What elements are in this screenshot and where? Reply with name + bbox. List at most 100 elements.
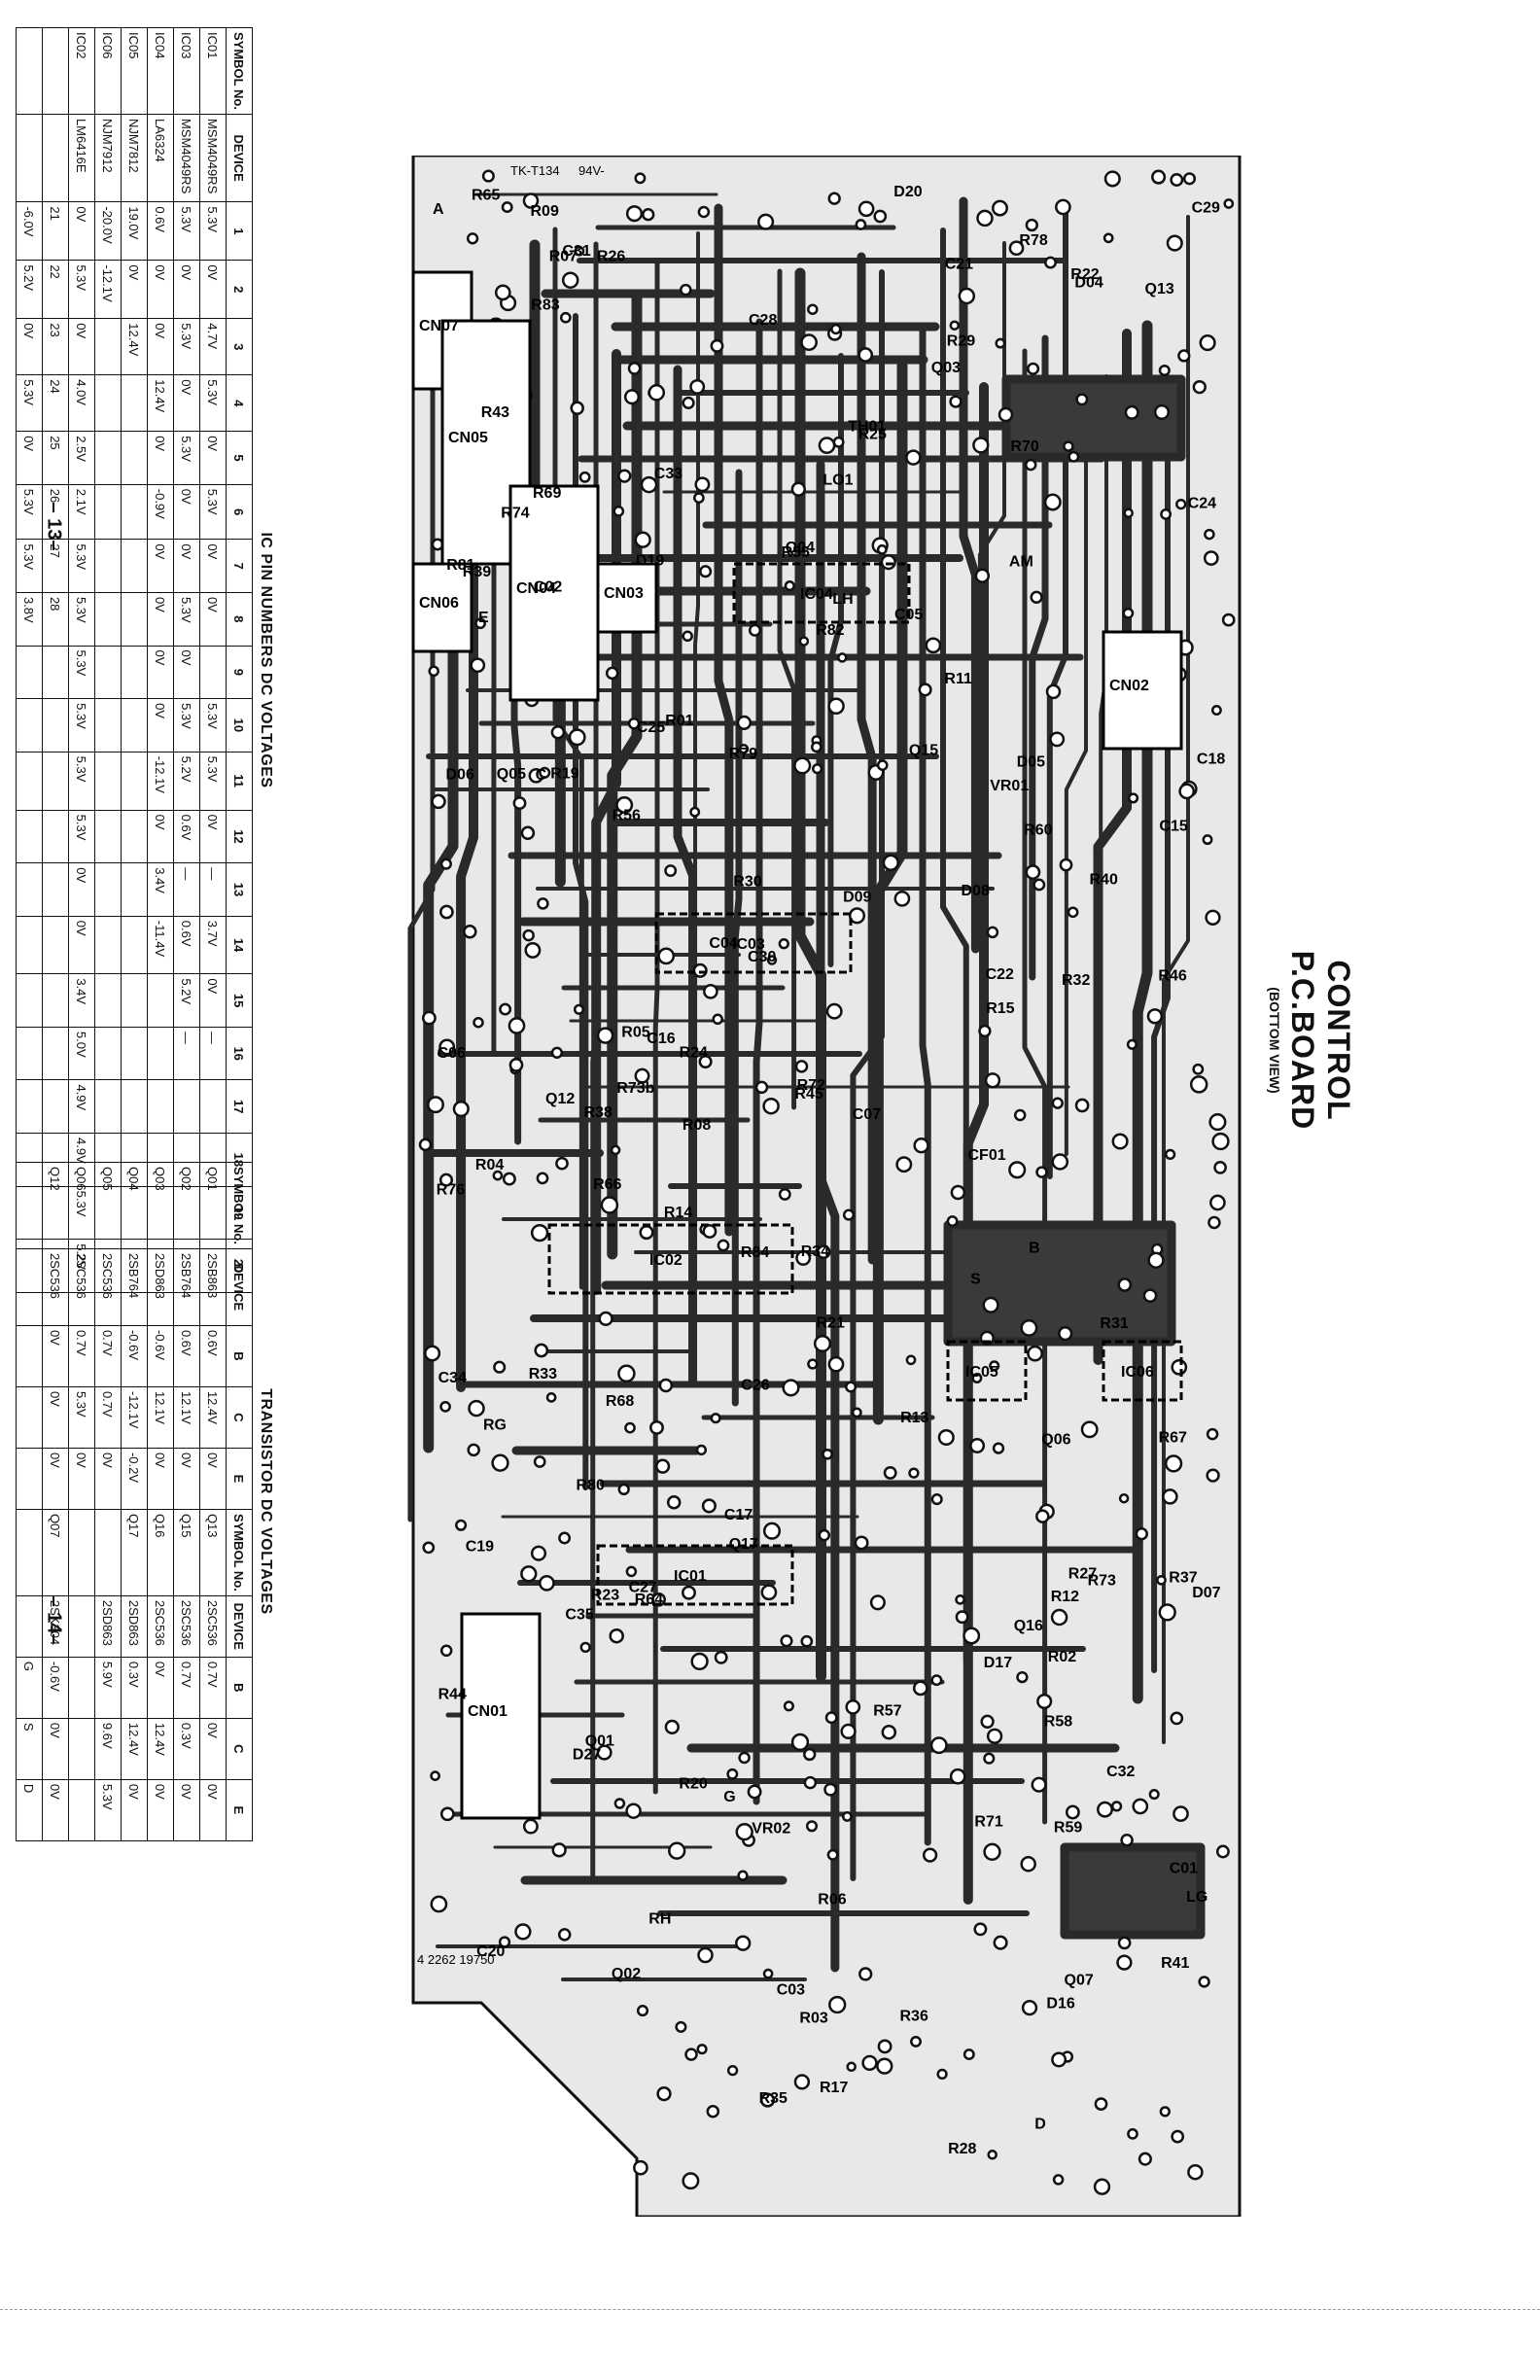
solder-pad <box>1175 498 1187 510</box>
solder-pad <box>530 1223 549 1242</box>
solder-pad <box>830 323 842 335</box>
ic-table-cell <box>16 752 43 811</box>
ic-table-cell: -11.4V <box>147 916 174 974</box>
ic-table-cell <box>121 592 148 647</box>
solder-pad <box>422 1541 436 1555</box>
component-label: C26 <box>741 1377 769 1393</box>
solder-pad <box>984 1072 1001 1089</box>
solder-pad <box>816 1244 831 1260</box>
solder-pad <box>823 1782 838 1797</box>
solder-pad <box>818 437 836 454</box>
component-label: R67 <box>1159 1430 1187 1447</box>
trace <box>857 252 877 1265</box>
solder-pad <box>625 1802 642 1819</box>
tr-table-cell <box>16 1386 43 1449</box>
solder-pad <box>1117 1936 1132 1950</box>
solder-pad <box>1008 240 1025 257</box>
solder-pad <box>656 2085 672 2102</box>
solder-pad <box>501 201 513 214</box>
solder-pad <box>976 209 994 228</box>
connector-outline-cn02 <box>1102 630 1183 751</box>
ic-header-cell: 2 <box>226 260 253 319</box>
ic-table-cell: 4.0V <box>68 374 95 432</box>
solder-pad <box>695 1444 708 1456</box>
ic-table-cell <box>121 973 148 1028</box>
tr-table-cell: Q04 <box>121 1162 148 1249</box>
trace <box>1093 329 1132 1365</box>
solder-pad <box>558 1531 572 1545</box>
ic-header-cell: 6 <box>226 484 253 540</box>
solder-pad <box>598 1311 613 1327</box>
solder-pad <box>832 436 845 448</box>
solder-pad <box>627 717 641 730</box>
ic-table-cell <box>121 1027 148 1080</box>
solder-pad <box>634 172 647 185</box>
component-label: C33 <box>654 466 682 482</box>
solder-pad <box>826 1848 839 1861</box>
solder-pad <box>1148 1789 1160 1801</box>
component-label: LH <box>832 591 853 608</box>
solder-pad <box>1122 607 1135 619</box>
solder-pad <box>1223 198 1235 209</box>
component-label: R09 <box>531 203 559 220</box>
solder-pad <box>1024 458 1037 472</box>
ic-table-cell <box>94 484 122 540</box>
tr-table-cell <box>68 1779 95 1841</box>
ic-table-cell: IC01 <box>199 27 227 115</box>
solder-pad <box>545 1392 557 1403</box>
tr-table-cell: 2SD863 <box>94 1595 122 1658</box>
tr-header-cell: DEVICE <box>226 1248 253 1326</box>
ic-table-cell: 5.3V <box>68 260 95 319</box>
trace <box>1064 423 1088 1156</box>
tr-table-cell: -0.6V <box>121 1325 148 1387</box>
solder-pad <box>754 1080 769 1095</box>
ic-table-cell: 24 <box>42 374 69 432</box>
component-label: E <box>478 610 489 626</box>
ic-table-cell <box>16 698 43 752</box>
component-label: D07 <box>1192 1585 1220 1601</box>
trace <box>962 382 989 1905</box>
solder-pad <box>1020 1318 1038 1337</box>
solder-pad <box>625 205 644 223</box>
component-label: D08 <box>962 883 990 899</box>
ic-table-cell: 0V <box>199 539 227 593</box>
solder-pad <box>472 1016 484 1029</box>
solder-pad <box>910 2035 922 2048</box>
ic-table-cell: -12.1V <box>94 260 122 319</box>
solder-pad <box>905 1354 917 1366</box>
ic-table-cell: 0V <box>173 374 200 432</box>
ic-table-cell <box>94 810 122 863</box>
ic-table-cell: 5.3V <box>173 698 200 752</box>
tr-table-cell: 5.3V <box>94 1779 122 1841</box>
ic-table-cell: 22 <box>42 260 69 319</box>
solder-pad <box>1051 1097 1064 1109</box>
ic-header-cell: 4 <box>226 374 253 432</box>
component-label: IC05 <box>965 1364 998 1381</box>
trace <box>1161 215 1190 1744</box>
solder-pad <box>657 947 676 965</box>
component-label: TH01 <box>848 419 886 436</box>
ic-table-cell: 5.3V <box>68 646 95 699</box>
ic-table-cell <box>16 1027 43 1080</box>
solder-pad <box>876 759 889 771</box>
tr-table-cell: Q03 <box>147 1162 174 1249</box>
solder-pad <box>738 744 750 754</box>
tr-table-cell: 0V <box>42 1448 69 1510</box>
solder-pad <box>1111 1133 1129 1150</box>
component-label: R23 <box>591 1587 619 1603</box>
component-label: R58 <box>1044 1713 1072 1730</box>
solder-pad <box>714 1650 728 1664</box>
component-label: C16 <box>647 1031 675 1047</box>
tr-table-cell: Q17 <box>121 1509 148 1596</box>
ground-plane <box>1001 374 1186 462</box>
ic-table-cell: — <box>199 1027 227 1080</box>
ic-table-cell <box>16 862 43 917</box>
solder-pad <box>613 1798 626 1809</box>
tr-table-cell: 12.1V <box>147 1386 174 1449</box>
component-label: R21 <box>817 1314 845 1331</box>
component-label: G <box>723 1789 735 1805</box>
solder-pad <box>666 1495 682 1510</box>
solder-pad <box>697 1946 714 1964</box>
tr-table-cell: Q12 <box>42 1162 69 1249</box>
solder-pad <box>973 1922 988 1937</box>
